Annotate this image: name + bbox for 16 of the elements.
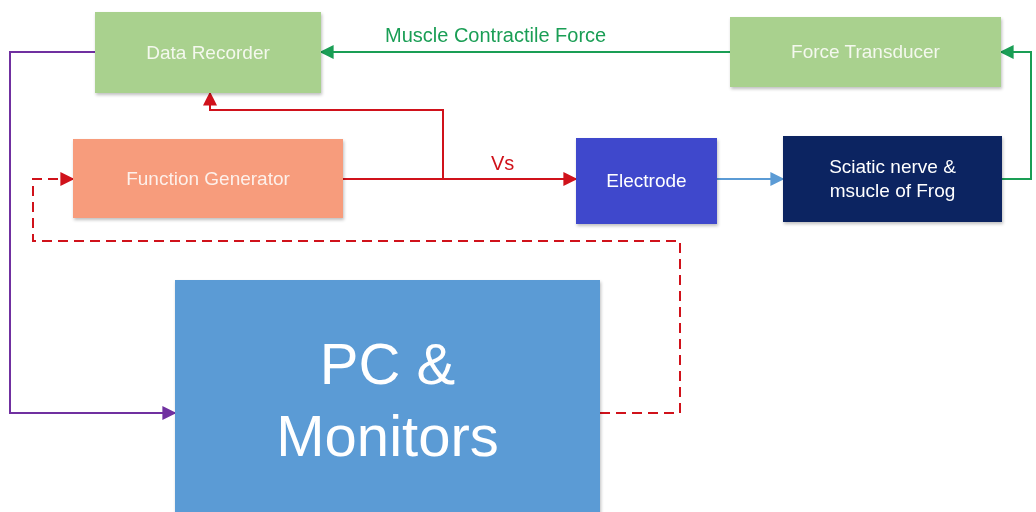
box-label: Data Recorder: [145, 40, 271, 65]
box-label: Force Transducer: [790, 40, 941, 64]
box-label: Electrode: [605, 169, 688, 193]
process-box: [95, 12, 321, 93]
box-label: Function Generator: [125, 166, 291, 191]
process-box: [783, 136, 1002, 222]
process-box: [73, 139, 343, 218]
process-box: [730, 17, 1001, 87]
arrow: [716, 172, 785, 186]
arrow: [203, 91, 444, 180]
box-label: PC & Monitors: [275, 329, 500, 470]
process-box: [576, 138, 717, 224]
arrow: [9, 51, 177, 420]
box-label: Sciatic nerve & msucle of Frog: [828, 155, 957, 203]
process-box: [175, 280, 600, 512]
arrow: [32, 172, 681, 414]
